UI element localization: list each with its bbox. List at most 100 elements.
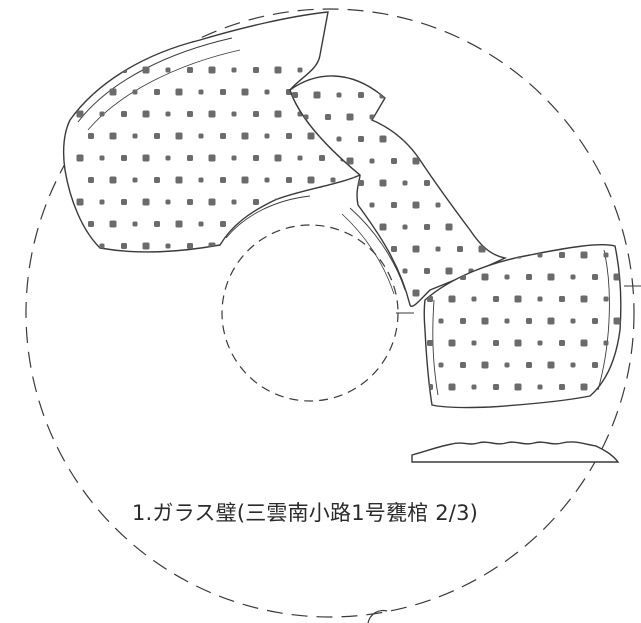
surface-pit bbox=[307, 220, 315, 228]
surface-pit bbox=[241, 88, 249, 96]
surface-pit bbox=[220, 177, 226, 183]
surface-pit bbox=[526, 318, 532, 324]
surface-pit bbox=[330, 177, 336, 183]
surface-pit bbox=[319, 67, 325, 73]
surface-pit bbox=[319, 243, 325, 249]
surface-pit bbox=[99, 243, 105, 249]
surface-pit bbox=[358, 224, 364, 230]
surface-pit bbox=[253, 67, 259, 73]
surface-pit bbox=[570, 318, 576, 324]
surface-pit bbox=[613, 361, 621, 369]
surface-pit bbox=[481, 317, 489, 325]
surface-pit bbox=[165, 155, 171, 161]
surface-pit bbox=[435, 158, 441, 164]
surface-pit bbox=[526, 362, 532, 368]
surface-pit bbox=[121, 199, 127, 205]
surface-pit bbox=[142, 198, 150, 206]
surface-pit bbox=[325, 202, 331, 208]
surface-pit bbox=[559, 384, 565, 390]
surface-pit bbox=[603, 296, 609, 302]
surface-pit bbox=[187, 155, 193, 161]
surface-pit bbox=[76, 66, 84, 74]
surface-pit bbox=[264, 177, 270, 183]
surface-pit bbox=[438, 362, 444, 368]
surface-pit bbox=[208, 110, 216, 118]
bottom-mark bbox=[367, 609, 388, 623]
surface-pit bbox=[175, 176, 183, 184]
surface-pit bbox=[142, 110, 150, 118]
surface-pit bbox=[493, 384, 499, 390]
surface-pit bbox=[424, 136, 430, 142]
surface-pit bbox=[99, 111, 105, 117]
surface-pit bbox=[336, 268, 342, 274]
surface-pit bbox=[592, 362, 598, 368]
surface-pit bbox=[514, 295, 522, 303]
surface-pit bbox=[427, 384, 433, 390]
surface-pit bbox=[547, 273, 555, 281]
surface-pit bbox=[559, 340, 565, 346]
surface-pit bbox=[109, 132, 117, 140]
surface-pit bbox=[438, 318, 444, 324]
surface-pit bbox=[457, 114, 463, 120]
surface-pit bbox=[391, 202, 397, 208]
surface-pit bbox=[231, 243, 237, 249]
surface-pit bbox=[424, 180, 430, 186]
surface-pit bbox=[76, 154, 84, 162]
surface-pit bbox=[346, 289, 354, 297]
surface-pit bbox=[297, 67, 303, 73]
surface-pit bbox=[154, 177, 160, 183]
surface-pit bbox=[253, 155, 259, 161]
surface-pit bbox=[241, 132, 249, 140]
surface-pit bbox=[88, 177, 94, 183]
surface-pit bbox=[336, 92, 342, 98]
surface-pit bbox=[325, 114, 331, 120]
surface-pit bbox=[490, 136, 496, 142]
surface-pit bbox=[292, 92, 298, 98]
surface-pit bbox=[220, 89, 226, 95]
surface-pit bbox=[424, 92, 430, 98]
surface-pit bbox=[501, 246, 505, 252]
surface-pit bbox=[165, 67, 171, 73]
surface-pit bbox=[478, 157, 486, 165]
surface-pit bbox=[358, 180, 364, 186]
surface-pit bbox=[547, 317, 555, 325]
surface-pit bbox=[448, 339, 456, 347]
surface-pit bbox=[402, 180, 408, 186]
surface-pit bbox=[379, 135, 387, 143]
surface-pit bbox=[319, 199, 325, 205]
surface-pit bbox=[121, 155, 127, 161]
surface-pit bbox=[369, 290, 375, 296]
surface-pit bbox=[435, 202, 441, 208]
surface-pit bbox=[478, 245, 486, 253]
surface-pit bbox=[132, 89, 138, 95]
surface-pit bbox=[303, 202, 309, 208]
surface-pit bbox=[303, 246, 309, 252]
surface-pit bbox=[501, 202, 505, 208]
surface-pit bbox=[198, 221, 204, 227]
surface-pit bbox=[501, 114, 505, 120]
surface-pit bbox=[412, 245, 420, 253]
surface-pit bbox=[391, 158, 397, 164]
surface-pit bbox=[253, 111, 259, 117]
surface-pit bbox=[435, 246, 441, 252]
surface-pit bbox=[412, 113, 420, 121]
surface-pit bbox=[468, 180, 474, 186]
surface-pit bbox=[379, 179, 387, 187]
surface-pit bbox=[325, 246, 331, 252]
surface-pit bbox=[358, 92, 364, 98]
surface-pit bbox=[504, 362, 510, 368]
surface-pit bbox=[559, 252, 565, 258]
inner-hole-outline bbox=[221, 224, 399, 402]
surface-pit bbox=[175, 220, 183, 228]
surface-pit bbox=[198, 133, 204, 139]
surface-pit bbox=[187, 199, 193, 205]
surface-pit bbox=[142, 242, 150, 250]
surface-pit bbox=[165, 199, 171, 205]
surface-pit bbox=[358, 268, 364, 274]
surface-pit bbox=[253, 243, 259, 249]
surface-pit bbox=[402, 224, 408, 230]
surface-pit bbox=[547, 361, 555, 369]
surface-pit bbox=[391, 114, 397, 120]
surface-pit bbox=[76, 110, 84, 118]
